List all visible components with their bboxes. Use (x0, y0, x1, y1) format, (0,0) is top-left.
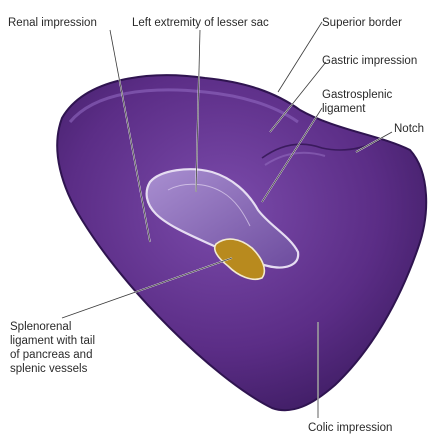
label-gastrosplenic-1: Gastrosplenic (322, 89, 393, 101)
superior-border-leader (278, 22, 322, 92)
label-superior-border: Superior border (322, 17, 402, 29)
label-renal-impression: Renal impression (8, 17, 97, 29)
label-splenorenal-4: splenic vessels (10, 363, 88, 375)
label-left-extremity: Left extremity of lesser sac (132, 17, 269, 29)
label-splenorenal-3: of pancreas and (10, 349, 92, 361)
label-gastric-impression: Gastric impression (322, 55, 417, 67)
label-splenorenal-2: ligament with tail (10, 335, 95, 347)
label-gastrosplenic-2: ligament (322, 103, 366, 115)
label-notch: Notch (394, 123, 424, 135)
label-colic-impression: Colic impression (308, 422, 392, 434)
label-splenorenal-1: Splenorenal (10, 321, 71, 333)
